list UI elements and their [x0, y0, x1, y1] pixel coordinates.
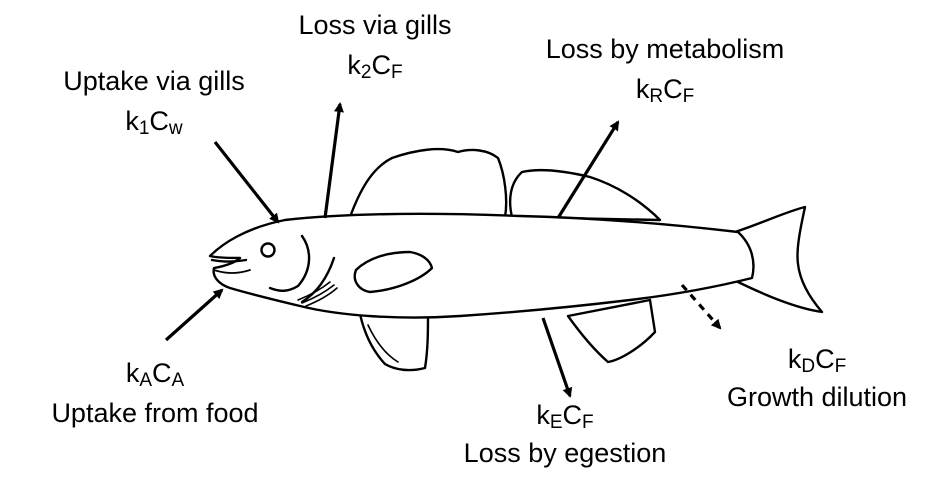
- label-loss-metabolism: Loss by metabolism kRCF: [500, 34, 830, 104]
- pelvic-fin: [360, 314, 428, 370]
- label-uptake-gills: Uptake via gills k1Cw: [36, 66, 272, 136]
- arrow-uptake-food: [166, 290, 222, 340]
- eye: [262, 244, 275, 257]
- arrow-loss-egestion: [543, 318, 570, 396]
- label-loss-gills-title: Loss via gills: [298, 10, 451, 40]
- label-loss-gills: Loss via gills k2CF: [270, 10, 480, 80]
- dorsal-fin-front: [350, 149, 506, 217]
- arrow-loss-gills: [325, 104, 340, 218]
- label-growth-dilution-title: Growth dilution: [727, 382, 907, 412]
- label-uptake-food-title: Uptake from food: [51, 398, 258, 428]
- label-loss-egestion-title: Loss by egestion: [464, 438, 667, 468]
- arrow-uptake-gills: [215, 142, 278, 222]
- label-uptake-gills-title: Uptake via gills: [63, 66, 245, 96]
- label-growth-dilution: kDCF Growth dilution: [694, 344, 940, 412]
- label-uptake-food-formula: kACA: [10, 358, 300, 388]
- label-loss-egestion-formula: kECF: [430, 400, 700, 430]
- label-loss-metabolism-title: Loss by metabolism: [546, 34, 785, 64]
- label-uptake-gills-formula: k1Cw: [36, 106, 272, 136]
- label-loss-metabolism-formula: kRCF: [500, 74, 830, 104]
- anal-fin: [568, 300, 655, 362]
- fish-body: [210, 214, 753, 318]
- label-loss-egestion: kECF Loss by egestion: [430, 400, 700, 468]
- fish-drawing: [210, 149, 822, 370]
- label-uptake-food: kACA Uptake from food: [10, 358, 300, 428]
- label-growth-dilution-formula: kDCF: [694, 344, 940, 374]
- label-loss-gills-formula: k2CF: [270, 50, 480, 80]
